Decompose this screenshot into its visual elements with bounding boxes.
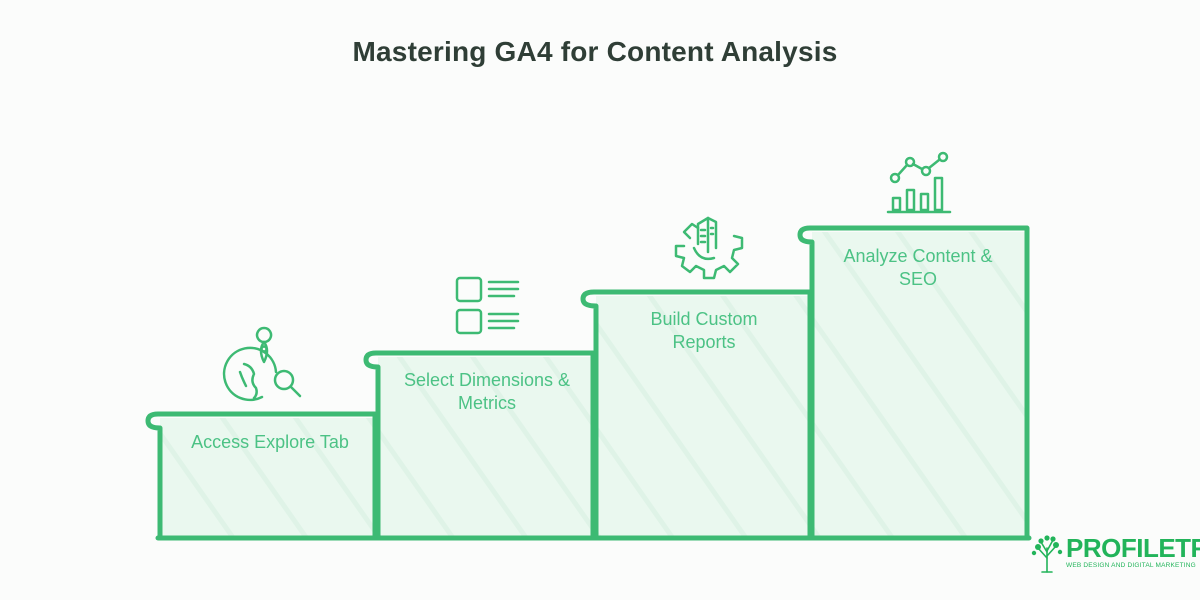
gear-report-icon	[674, 216, 744, 280]
step-1-block	[145, 411, 378, 541]
step-3-block	[580, 289, 813, 541]
logo-tagline: WEB DESIGN AND DIGITAL MARKETING	[1066, 562, 1196, 569]
checklist-icon	[455, 276, 520, 335]
step-4-label: Analyze Content & SEO	[843, 246, 993, 289]
step-3-label: Build Custom Reports	[650, 309, 758, 352]
step-2-label: Select Dimensions & Metrics	[403, 370, 571, 413]
step-1-label: Access Explore Tab	[191, 432, 349, 452]
profiletree-logo: PROFILETREE WEB DESIGN AND DIGITAL MARKE…	[1030, 534, 1200, 574]
tree-icon	[1031, 535, 1063, 573]
step-2-block	[363, 350, 596, 541]
logo-name: PROFILETREE	[1066, 533, 1200, 563]
bar-line-chart-icon	[886, 151, 952, 214]
globe-location-search-icon	[222, 326, 302, 402]
step-4-block	[797, 225, 1030, 541]
page-title: Mastering GA4 for Content Analysis	[352, 36, 838, 67]
